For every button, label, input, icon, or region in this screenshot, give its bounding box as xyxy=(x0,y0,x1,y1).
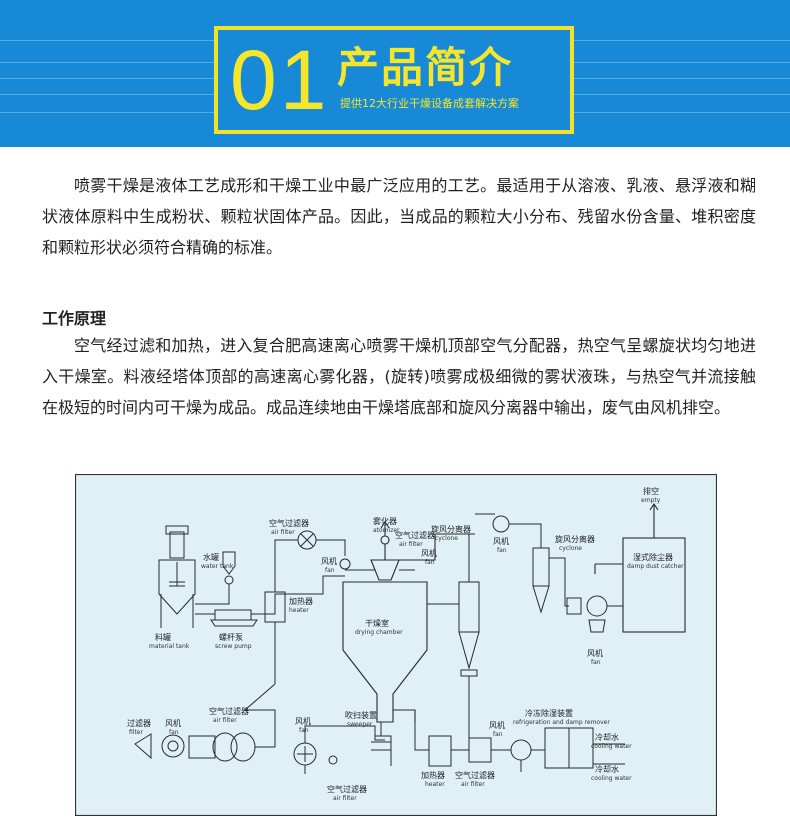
label-air-filter-mid-en: air filter xyxy=(399,541,423,548)
label-material-tank-en: material tank xyxy=(149,643,190,650)
label-heater-left-en: heater xyxy=(289,607,309,614)
label-fan-right-top-en: fan xyxy=(497,547,507,554)
label-fan-bottom-right-en: fan xyxy=(493,731,503,738)
label-cyclone-2: 旋风分离器 xyxy=(555,534,595,544)
water-tank xyxy=(195,551,236,605)
damp-dust-catcher xyxy=(594,503,686,633)
label-fan-left-top: 风机 xyxy=(321,556,337,566)
label-screw-pump-en: screw pump xyxy=(215,643,252,650)
section-title: 产品简介 xyxy=(337,43,514,92)
header-banner: 01 产品简介 提供12大行业干燥设备成套解决方案 xyxy=(0,0,790,147)
screw-pump xyxy=(195,575,345,627)
label-fan-mid-en: fan xyxy=(425,559,435,566)
label-air-filter-bottom-left-en: air filter xyxy=(213,717,237,724)
label-filter-en: filter xyxy=(129,729,143,736)
process-flow-diagram: 排空 empty 空气过滤器 air filter 雾化器 atomizer 空… xyxy=(75,474,717,816)
drying-chamber xyxy=(342,521,475,723)
label-water-tank: 水罐 xyxy=(203,552,219,562)
principle-heading: 工作原理 xyxy=(42,309,107,328)
label-fan-left-top-en: fan xyxy=(325,567,335,574)
label-air-filter-top: 空气过滤器 xyxy=(269,518,309,528)
top-air-filter xyxy=(274,530,351,592)
label-cyclone-1-en: cyclone xyxy=(435,535,458,542)
principle-paragraph: 空气经过滤和加热，进入复合肥高速离心喷雾干燥机顶部空气分配器，热空气呈螺旋状均匀… xyxy=(42,336,756,417)
label-screw-pump: 螺杆泵 xyxy=(219,632,243,642)
label-cyclone-1: 旋风分离器 xyxy=(431,524,471,534)
label-atomizer: 雾化器 xyxy=(373,516,397,526)
label-material-tank: 料罐 xyxy=(155,632,171,642)
label-fan-bottom-left-en: fan xyxy=(169,729,179,736)
label-fan-right: 风机 xyxy=(587,648,603,658)
label-water-tank-en: water tank xyxy=(201,563,234,570)
label-heater-bottom-right-en: heater xyxy=(425,781,445,788)
sweeper xyxy=(371,722,392,766)
label-exhaust-en: empty xyxy=(641,497,661,504)
bottom-center-fan xyxy=(293,725,385,774)
label-air-filter-bottom-right: 空气过滤器 xyxy=(455,770,495,780)
diagram-frame xyxy=(75,474,717,816)
bottom-left-fan-chain xyxy=(134,709,276,762)
label-cooling-water-2-en: cooling water xyxy=(591,775,632,782)
section-number: 01 xyxy=(230,33,330,127)
label-fan-mid: 风机 xyxy=(421,548,437,558)
label-fan-right-top: 风机 xyxy=(493,536,509,546)
label-heater-left: 加热器 xyxy=(289,596,313,606)
label-wet-dust: 湿式除尘器 xyxy=(633,552,673,562)
label-heater-bottom-right: 加热器 xyxy=(421,770,445,780)
label-air-filter-bottom-center-en: air filter xyxy=(333,795,357,802)
intro-paragraph: 喷雾干燥是液体工艺成形和干燥工业中最广泛应用的工艺。最适用于从溶液、乳液、悬浮液… xyxy=(42,176,756,257)
label-sweeper-en: sweeper xyxy=(347,721,373,728)
label-air-filter-bottom-right-en: air filter xyxy=(461,781,485,788)
label-fan-bottom-center-en: fan xyxy=(299,727,309,734)
label-fan-bottom-right: 风机 xyxy=(489,720,505,730)
cyclone-1 xyxy=(427,533,480,744)
label-air-filter-mid: 空气过滤器 xyxy=(395,530,435,540)
fan-right xyxy=(566,595,623,633)
label-fan-bottom-center: 风机 xyxy=(295,716,311,726)
label-air-filter-bottom-center: 空气过滤器 xyxy=(327,784,367,794)
label-exhaust: 排空 xyxy=(643,486,659,496)
label-cooling-water-1: 冷却水 xyxy=(595,732,619,742)
label-filter: 过滤器 xyxy=(127,718,151,728)
label-cyclone-2-en: cyclone xyxy=(559,545,582,552)
label-fan-right-en: fan xyxy=(591,659,601,666)
fan-top-middle xyxy=(475,513,542,548)
label-refrigeration: 冷冻除湿装置 xyxy=(525,708,573,718)
label-cooling-water-1-en: cooling water xyxy=(591,743,632,750)
label-refrigeration-en: refrigeration and damp remover xyxy=(513,719,610,726)
duct-heater-down xyxy=(244,622,276,711)
title-frame xyxy=(214,26,574,134)
label-drying-chamber-en: drying chamber xyxy=(355,629,403,636)
material-tank xyxy=(158,525,196,628)
label-atomizer-en: atomizer xyxy=(373,527,400,534)
label-cooling-water-2: 冷却水 xyxy=(595,764,619,774)
label-sweeper: 吹扫装置 xyxy=(345,710,377,720)
label-air-filter-top-en: air filter xyxy=(271,529,295,536)
label-fan-bottom-left: 风机 xyxy=(165,718,181,728)
bottom-right-chain xyxy=(414,722,625,772)
label-drying-chamber: 干燥室 xyxy=(365,618,389,628)
label-wet-dust-en: damp dust catcher xyxy=(627,563,684,570)
section-subtitle: 提供12大行业干燥设备成套解决方案 xyxy=(340,97,519,110)
label-air-filter-bottom-left: 空气过滤器 xyxy=(209,706,249,716)
